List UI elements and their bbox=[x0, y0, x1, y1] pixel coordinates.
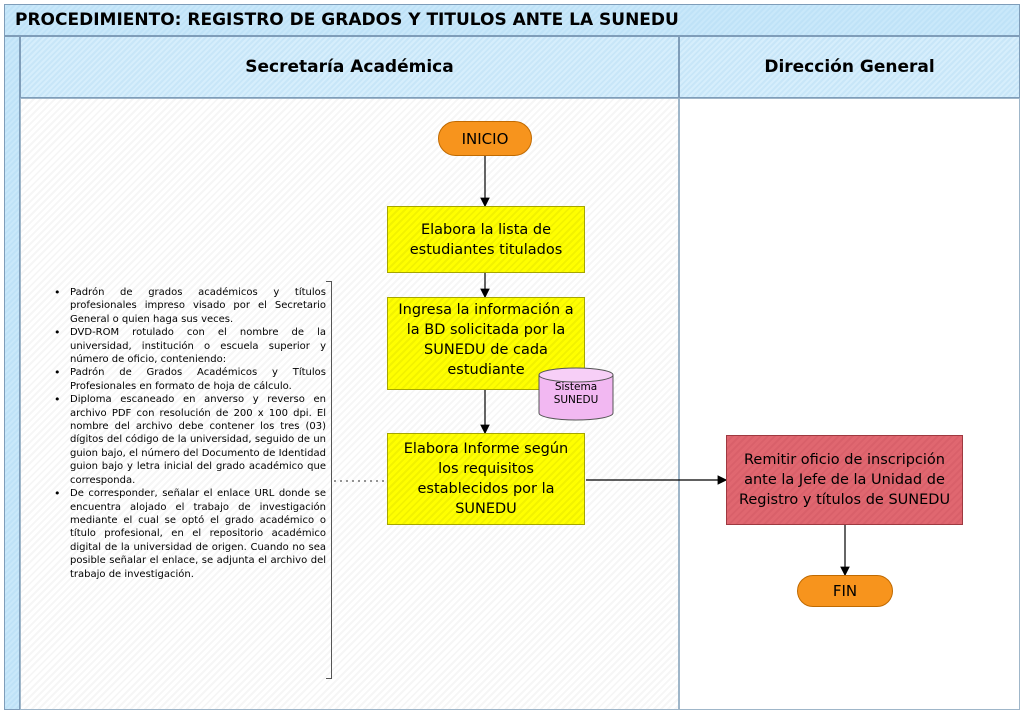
step-elabora-informe: Elabora Informe según los requisitos est… bbox=[387, 433, 585, 525]
diagram-title: PROCEDIMIENTO: REGISTRO DE GRADOS Y TITU… bbox=[4, 4, 1020, 36]
database-sistema-sunedu: Sistema SUNEDU bbox=[538, 367, 614, 421]
database-label: Sistema SUNEDU bbox=[553, 381, 599, 406]
note-item: De corresponder, señalar el enlace URL d… bbox=[54, 487, 326, 581]
database-icon bbox=[538, 367, 614, 421]
annotation-bracket bbox=[326, 281, 332, 679]
note-item: Padrón de Grados Académicos y Títulos Pr… bbox=[54, 366, 326, 393]
step-remitir-oficio: Remitir oficio de inscripción ante la Je… bbox=[726, 435, 963, 525]
step-elabora-lista: Elabora la lista de estudiantes titulado… bbox=[387, 206, 585, 273]
lane-header-direccion: Dirección General bbox=[679, 36, 1020, 98]
start-terminator: INICIO bbox=[438, 121, 532, 156]
end-terminator: FIN bbox=[797, 575, 893, 607]
pool-rail bbox=[4, 36, 20, 710]
note-item: Padrón de grados académicos y títulos pr… bbox=[54, 286, 326, 326]
requirements-annotation: Padrón de grados académicos y títulos pr… bbox=[54, 286, 326, 581]
lane-direccion bbox=[679, 98, 1020, 710]
lane-header-secretaria: Secretaría Académica bbox=[20, 36, 679, 98]
note-item: DVD-ROM rotulado con el nombre de la uni… bbox=[54, 326, 326, 366]
note-item: Diploma escaneado en anverso y reverso e… bbox=[54, 393, 326, 487]
